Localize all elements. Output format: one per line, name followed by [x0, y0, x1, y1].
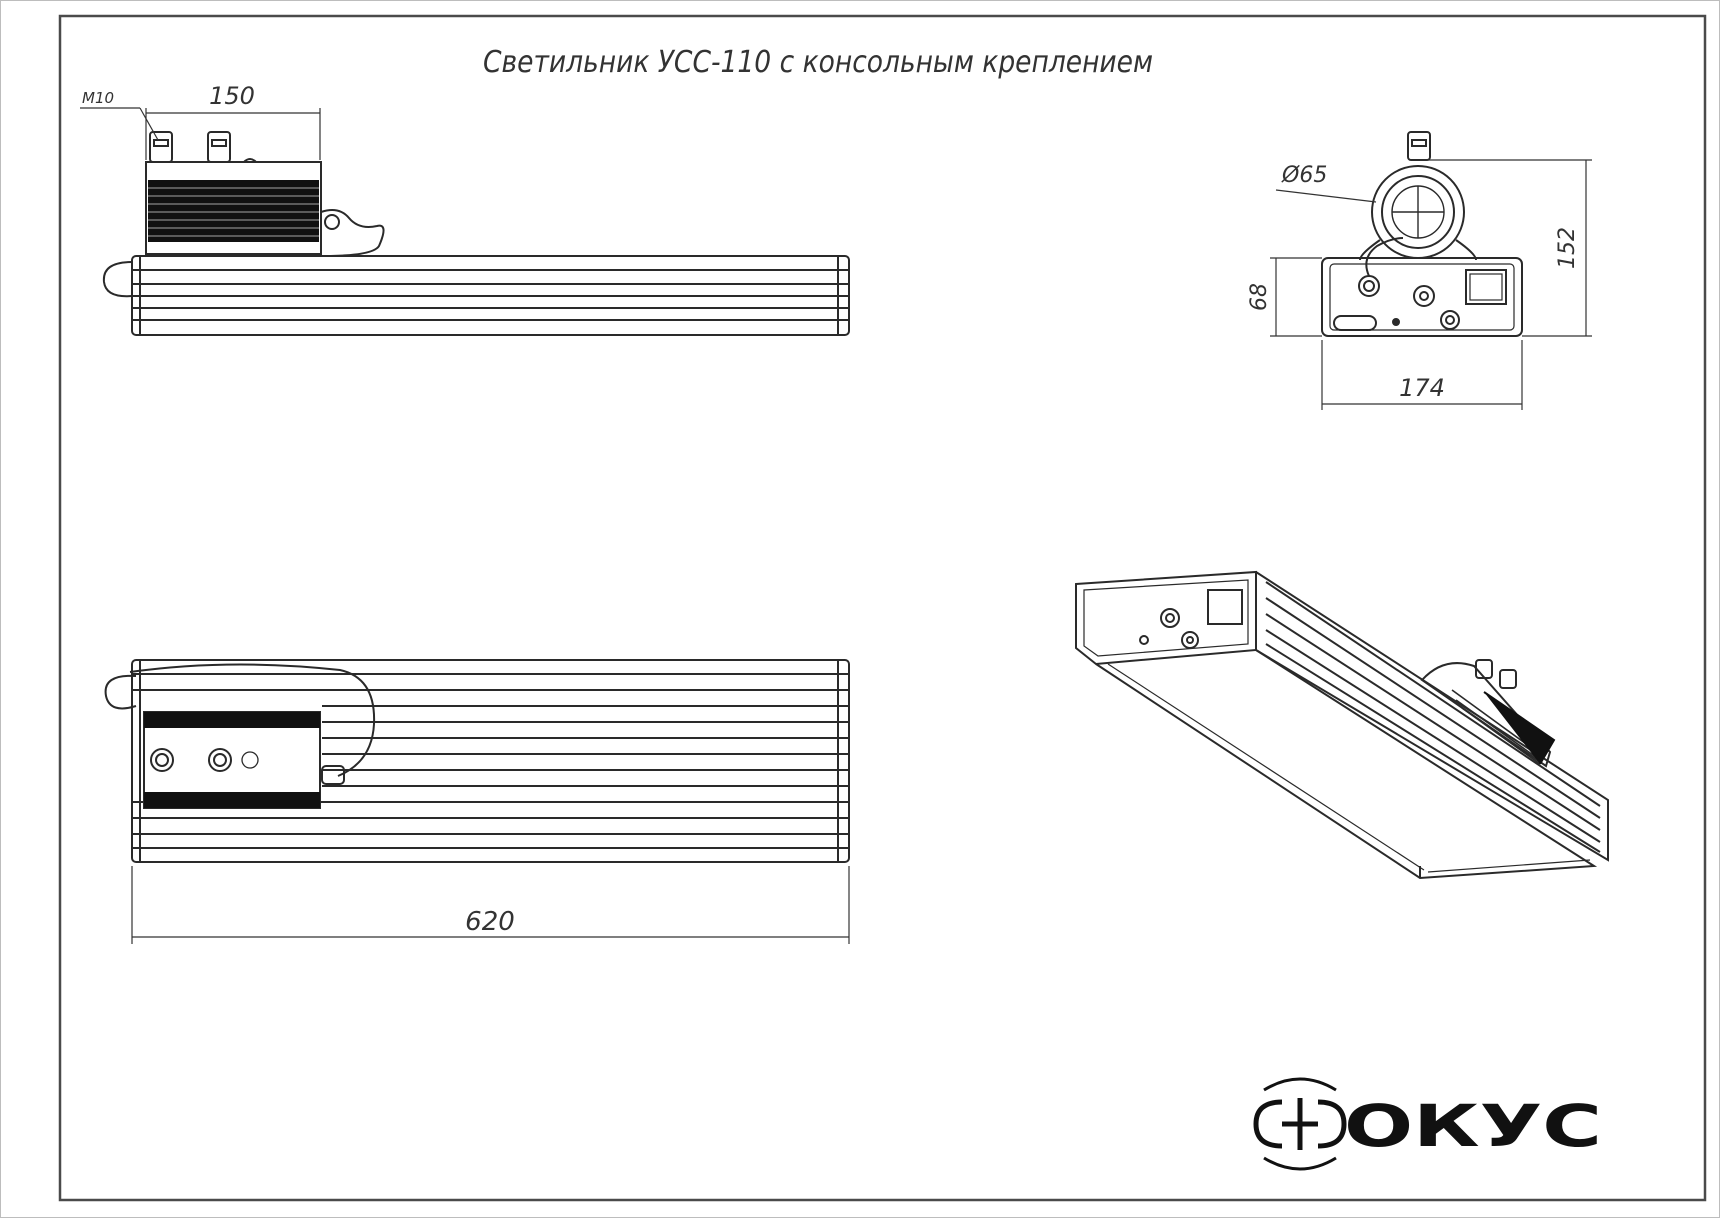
- m10-label: M10: [82, 89, 114, 107]
- plan-view-gland-2: [208, 748, 232, 772]
- plan-view-cable: [129, 663, 376, 777]
- plan-view-gland-1: [150, 748, 174, 772]
- dim-620: [131, 866, 850, 944]
- end-view-cable: [1365, 237, 1404, 277]
- plan-view-body: [131, 659, 850, 863]
- dim-label-152: 152: [1555, 227, 1580, 269]
- end-view-body: [1321, 257, 1523, 337]
- iso-top-rails: [1255, 571, 1609, 862]
- dim-label-68: 68: [1247, 283, 1272, 311]
- plan-view: [104, 659, 850, 863]
- dim-label-174: 174: [1399, 374, 1445, 402]
- side-view-loop: [102, 261, 133, 298]
- drawing-title: Светильник УСС-110 с консольным креплени…: [483, 45, 1153, 80]
- dim-68: [1270, 257, 1322, 337]
- end-view: [1321, 131, 1523, 337]
- side-view-driver-box: [145, 161, 322, 255]
- side-view-gland-1: [149, 131, 173, 163]
- d65-leader: [1275, 189, 1377, 203]
- side-view-gland-2: [207, 131, 231, 163]
- dim-150: [145, 108, 321, 160]
- dim-174: [1321, 340, 1523, 410]
- dim-label-d65: Ø65: [1281, 163, 1327, 188]
- brand-logo: ОКУС: [1253, 1077, 1602, 1171]
- dim-152: [1420, 159, 1592, 337]
- side-view-cable: [320, 209, 385, 257]
- zh-emblem-icon: [1253, 1077, 1347, 1171]
- isometric-view: [1075, 570, 1609, 880]
- brand-name: ОКУС: [1344, 1092, 1602, 1160]
- iso-end-face: [1075, 570, 1257, 666]
- dim-label-620: 620: [465, 907, 515, 937]
- dim-label-150: 150: [209, 82, 255, 110]
- plan-view-loop: [104, 674, 137, 710]
- side-view: [102, 131, 850, 336]
- drawing-frame: [58, 14, 1707, 1202]
- iso-bottom-face: [1095, 649, 1598, 880]
